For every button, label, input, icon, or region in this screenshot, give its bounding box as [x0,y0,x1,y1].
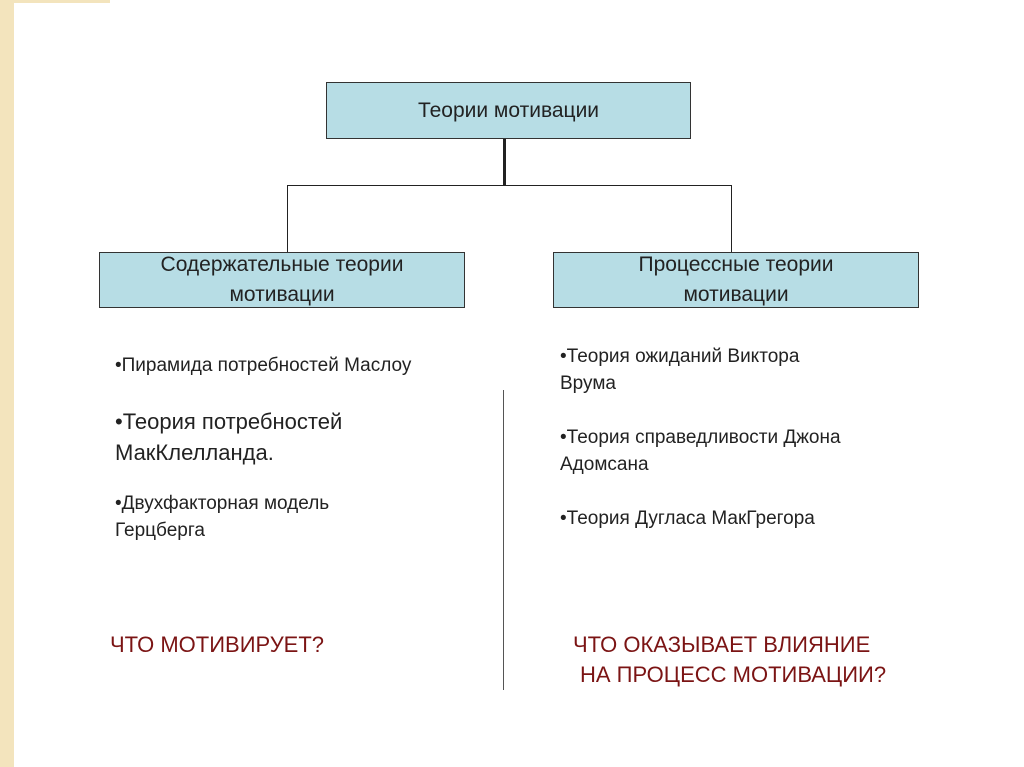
content-theories-list: •Пирамида потребностей Маслоу •Теория по… [115,352,415,571]
root-box: Теории мотивации [326,82,691,139]
connector [731,185,732,252]
list-item: •Пирамида потребностей Маслоу [115,355,412,376]
slide-border-top [14,0,110,3]
process-theories-box: Процессные теории мотивации [553,252,919,308]
divider [503,390,504,690]
content-question: ЧТО МОТИВИРУЕТ? [110,632,325,657]
process-question-line1: ЧТО ОКАЗЫВАЕТ ВЛИЯНИЕ [573,632,871,657]
process-theories-list: •Теория ожиданий Виктора Врума •Теория с… [560,343,860,559]
list-item: •Теория потребностей МакКлелланда. [115,409,343,465]
content-theories-label: Содержательные теории мотивации [160,253,404,306]
list-item: •Теория Дугласа МакГрегора [560,508,815,529]
process-theories-label: Процессные теории мотивации [638,253,834,306]
connector [503,139,506,186]
connector [287,185,288,252]
process-question-line2: НА ПРОЦЕСС МОТИВАЦИИ? [580,662,887,687]
root-label: Теории мотивации [417,98,600,122]
list-item: •Теория справедливости Джона Адомсана [560,427,841,475]
connector [287,185,732,186]
list-item: •Теория ожиданий Виктора Врума [560,346,800,394]
content-theories-box: Содержательные теории мотивации [99,252,465,308]
list-item: •Двухфакторная модель Герцберга [115,493,330,541]
slide-border [0,0,14,767]
